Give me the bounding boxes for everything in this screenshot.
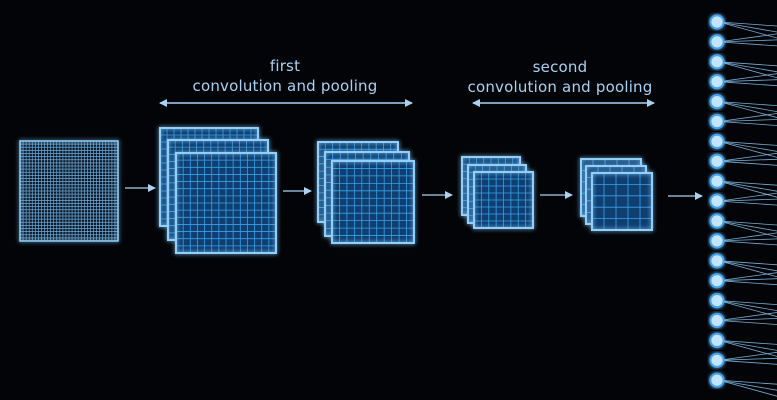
- pool1-feature-map-3: [331, 160, 415, 244]
- fully-connected-neuron: [709, 293, 725, 309]
- fully-connected-neuron: [709, 94, 725, 110]
- fully-connected-edge: [718, 200, 777, 206]
- fully-connected-edge: [718, 180, 777, 186]
- fully-connected-edge: [718, 357, 777, 361]
- fully-connected-edge: [718, 79, 777, 83]
- fully-connected-neuron: [709, 233, 725, 249]
- fully-connected-edge: [718, 119, 777, 122]
- fully-connected-neuron: [709, 54, 725, 70]
- fully-connected-edge: [718, 300, 777, 305]
- fully-connected-edge: [718, 39, 777, 43]
- fully-connected-edge: [718, 220, 777, 226]
- fully-connected-edge: [718, 180, 777, 192]
- fully-connected-neuron: [709, 273, 725, 289]
- fully-connected-neuron: [709, 332, 725, 348]
- fully-connected-neuron: [709, 312, 725, 329]
- fully-connected-edge: [718, 21, 777, 33]
- fully-connected-neuron: [709, 352, 725, 368]
- second-stage-subtitle: convolution and pooling: [467, 78, 653, 96]
- fully-connected-edge: [718, 113, 777, 122]
- fully-connected-neuron: [709, 372, 725, 388]
- fully-connected-edge: [718, 379, 777, 397]
- second-stage-caption: second convolution and pooling: [450, 57, 670, 97]
- fully-connected-edge: [718, 359, 777, 365]
- fully-connected-edge: [718, 312, 777, 321]
- fully-connected-neuron: [709, 153, 725, 169]
- first-stage-title: first: [269, 57, 301, 75]
- fully-connected-edge: [718, 260, 777, 272]
- fully-connected-neuron: [709, 113, 725, 130]
- conv1-feature-map-3: [175, 152, 277, 254]
- fully-connected-edge: [718, 73, 777, 83]
- fully-connected-neuron: [709, 173, 725, 189]
- fully-connected-edge: [718, 318, 777, 321]
- fully-connected-neuron: [709, 253, 725, 269]
- fully-connected-edge: [718, 198, 777, 202]
- fully-connected-edge: [718, 41, 777, 47]
- fully-connected-edge: [718, 160, 777, 166]
- fully-connected-edge: [718, 280, 777, 286]
- fully-connected-neuron: [709, 14, 725, 30]
- fully-connected-edge: [718, 33, 777, 43]
- fully-connected-edge: [718, 238, 777, 242]
- fully-connected-edge: [718, 101, 777, 106]
- fully-connected-edge: [718, 121, 777, 126]
- fully-connected-edge: [718, 379, 777, 385]
- fully-connected-edge: [718, 260, 777, 266]
- fully-connected-edge: [718, 240, 777, 246]
- fully-connected-edge: [718, 101, 777, 112]
- fully-connected-edge: [718, 192, 777, 202]
- fully-connected-edge: [718, 158, 777, 162]
- fully-connected-edge: [718, 61, 777, 67]
- fully-connected-edge: [718, 232, 777, 242]
- fully-connected-edge: [718, 141, 777, 146]
- pool2-feature-map-3: [591, 172, 653, 231]
- fully-connected-edge: [718, 351, 777, 361]
- fully-connected-edge: [718, 220, 777, 232]
- fully-connected-neuron: [709, 74, 725, 90]
- first-stage-caption: first convolution and pooling: [170, 56, 400, 96]
- fully-connected-edge: [718, 21, 777, 27]
- fully-connected-edge: [718, 141, 777, 152]
- input-image-grid: [19, 140, 119, 242]
- fully-connected-edge: [718, 379, 777, 391]
- conv2-feature-map-3: [473, 171, 534, 229]
- fully-connected-edge: [718, 61, 777, 73]
- fully-connected-edge: [718, 320, 777, 325]
- fully-connected-edge: [718, 340, 777, 345]
- fully-connected-neuron: [709, 213, 725, 229]
- fully-connected-neuron: [709, 193, 725, 209]
- fully-connected-edge: [718, 152, 777, 162]
- fully-connected-neuron: [709, 133, 725, 149]
- fully-connected-edge: [718, 272, 777, 282]
- second-stage-title: second: [532, 58, 588, 76]
- fully-connected-edge: [718, 340, 777, 351]
- fully-connected-edge: [718, 300, 777, 311]
- fully-connected-edge: [718, 81, 777, 87]
- first-stage-subtitle: convolution and pooling: [192, 77, 378, 95]
- fully-connected-neuron: [709, 34, 725, 50]
- fully-connected-edge: [718, 278, 777, 282]
